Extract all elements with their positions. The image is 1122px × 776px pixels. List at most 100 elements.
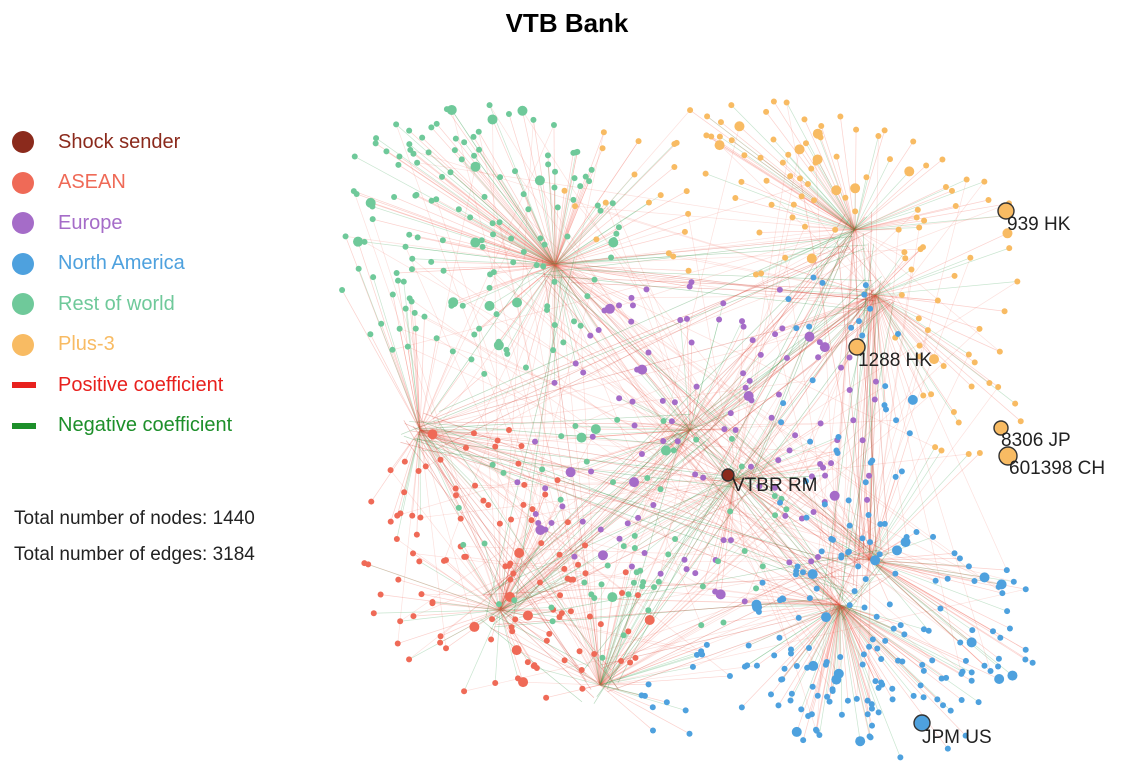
negative-edge xyxy=(474,609,501,628)
positive-edge xyxy=(869,269,912,561)
negative-edge xyxy=(747,491,858,615)
negative-edge xyxy=(673,429,691,451)
positive-edge xyxy=(499,609,518,651)
network-node xyxy=(401,458,408,465)
network-node xyxy=(481,193,488,200)
network-node xyxy=(437,639,444,646)
network-node xyxy=(637,364,648,375)
negative-edge xyxy=(854,171,910,231)
positive-edge xyxy=(554,176,587,266)
network-node xyxy=(901,631,908,638)
negative-edge xyxy=(485,257,575,618)
positive-edge xyxy=(869,471,903,561)
network-node xyxy=(400,278,407,285)
network-node xyxy=(699,583,706,590)
positive-edge xyxy=(599,662,631,686)
positive-edge xyxy=(869,227,920,561)
positive-edge xyxy=(554,203,614,266)
positive-edge xyxy=(498,264,556,342)
positive-edge xyxy=(419,429,876,561)
network-node xyxy=(986,379,993,386)
positive-edge xyxy=(581,429,691,438)
network-node xyxy=(866,643,873,650)
network-node xyxy=(428,197,435,204)
positive-edge xyxy=(869,433,911,561)
positive-edge xyxy=(418,298,893,428)
positive-edge xyxy=(416,421,587,682)
network-node xyxy=(487,271,494,278)
positive-edge xyxy=(869,559,1007,571)
negative-edge xyxy=(734,466,752,481)
negative-edge xyxy=(831,576,873,624)
positive-edge xyxy=(413,609,501,617)
network-node xyxy=(919,661,926,668)
positive-edge xyxy=(473,264,556,434)
negative-edge xyxy=(589,616,601,686)
positive-edge xyxy=(854,229,924,396)
negative-edge xyxy=(869,559,1014,583)
labeled-node-marker xyxy=(998,446,1018,466)
positive-edge xyxy=(706,135,856,231)
network-node xyxy=(461,688,468,695)
negative-edge xyxy=(874,294,970,355)
negative-edge xyxy=(458,208,556,266)
positive-edge xyxy=(689,339,753,431)
positive-edge xyxy=(702,479,736,587)
positive-edge xyxy=(734,479,936,582)
network-node xyxy=(649,727,656,734)
positive-edge xyxy=(869,552,955,561)
positive-edge xyxy=(499,246,924,611)
negative-edge xyxy=(783,598,841,606)
positive-edge xyxy=(599,538,620,686)
positive-edge xyxy=(499,609,535,667)
positive-edge xyxy=(689,326,744,431)
network-node xyxy=(876,551,883,558)
network-node xyxy=(556,551,563,558)
positive-edge xyxy=(839,604,962,701)
network-node xyxy=(981,662,988,669)
positive-edge xyxy=(593,597,601,686)
positive-edge xyxy=(874,294,897,421)
network-node xyxy=(497,174,504,181)
negative-edge xyxy=(667,479,736,555)
network-node xyxy=(693,383,700,390)
positive-edge xyxy=(689,429,948,580)
network-node xyxy=(448,302,455,309)
negative-edge xyxy=(419,429,462,519)
network-node xyxy=(551,278,558,285)
network-node xyxy=(433,120,440,127)
network-node xyxy=(447,169,454,176)
positive-edge xyxy=(845,197,856,231)
network-node xyxy=(810,274,817,281)
positive-edge xyxy=(571,282,868,297)
network-node xyxy=(810,509,817,516)
network-node xyxy=(739,318,746,325)
network-node xyxy=(650,501,657,508)
network-node xyxy=(791,726,802,737)
network-node xyxy=(406,656,413,663)
positive-edge xyxy=(499,221,556,266)
network-node xyxy=(439,237,446,244)
network-node xyxy=(484,300,495,311)
positive-edge xyxy=(839,604,903,662)
negative-edge xyxy=(839,604,868,701)
positive-edge xyxy=(874,294,975,363)
network-node xyxy=(875,684,882,691)
network-node xyxy=(779,595,786,602)
negative-edge xyxy=(705,173,856,231)
positive-edge xyxy=(554,226,620,266)
network-node xyxy=(904,166,915,177)
node-label: 939 HK xyxy=(1007,214,1071,235)
negative-edge xyxy=(731,104,856,231)
node-label: 8306 JP xyxy=(1001,430,1071,451)
network-node xyxy=(817,420,824,427)
positive-edge xyxy=(869,559,1003,594)
positive-edge xyxy=(834,495,871,561)
network-node xyxy=(631,532,638,539)
positive-edge xyxy=(421,593,501,611)
positive-edge xyxy=(575,294,876,427)
network-node xyxy=(350,188,357,195)
network-node xyxy=(889,685,896,692)
negative-edge xyxy=(734,441,811,481)
positive-edge xyxy=(399,328,691,431)
